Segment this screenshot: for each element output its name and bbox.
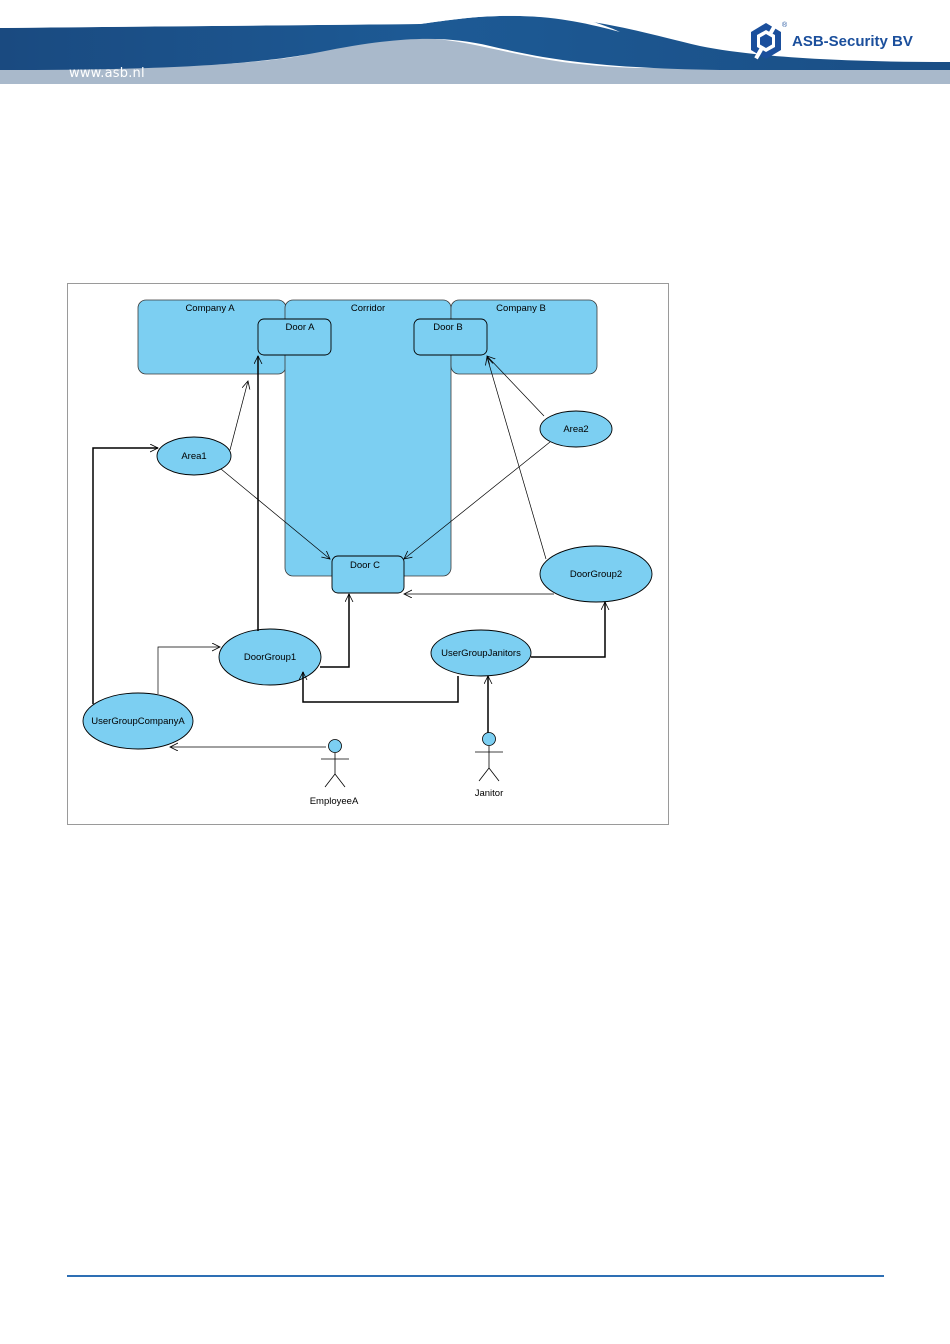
arrow-janitors-doorgroup1 xyxy=(303,672,458,702)
area2-label: Area2 xyxy=(563,424,588,435)
asb-logo-icon xyxy=(746,21,786,61)
doorgroup1-label: DoorGroup1 xyxy=(244,652,296,663)
janitor-actor-label: Janitor xyxy=(475,788,504,799)
employee-actor-label: EmployeeA xyxy=(310,796,359,807)
door-c-label: Door C xyxy=(350,560,380,571)
access-control-diagram: Company A Corridor Company B Door A Door… xyxy=(67,283,669,825)
registered-mark: ® xyxy=(782,22,787,29)
arrow-doorgroup1-door-c xyxy=(320,594,349,667)
footer-divider xyxy=(67,1275,884,1277)
door-a-label: Door A xyxy=(285,322,315,333)
area1-label: Area1 xyxy=(181,451,206,462)
arrow-ugcompany-doorgroup1 xyxy=(158,647,220,694)
website-url[interactable]: www.asb.nl xyxy=(69,66,145,81)
page-header: www.asb.nl ASB-Security BV ® xyxy=(0,0,950,84)
arrow-ugcompany-area1 xyxy=(93,448,158,704)
company-name: ASB-Security BV xyxy=(792,33,913,50)
janitor-actor xyxy=(475,733,503,782)
zone-company-b-label: Company B xyxy=(496,303,546,314)
employee-actor xyxy=(321,740,349,788)
door-b-label: Door B xyxy=(433,322,463,333)
zone-corridor-label: Corridor xyxy=(351,303,385,314)
diagram-canvas: Company A Corridor Company B Door A Door… xyxy=(68,284,668,824)
company-brand: ASB-Security BV xyxy=(746,23,913,59)
usergroup-company-a-label: UserGroupCompanyA xyxy=(91,716,185,727)
arrow-area1-door-a xyxy=(230,381,248,450)
usergroup-janitors-label: UserGroupJanitors xyxy=(441,648,521,659)
doorgroup2-label: DoorGroup2 xyxy=(570,569,622,580)
zone-company-a-label: Company A xyxy=(185,303,235,314)
arrow-janitors-doorgroup2 xyxy=(531,602,605,657)
